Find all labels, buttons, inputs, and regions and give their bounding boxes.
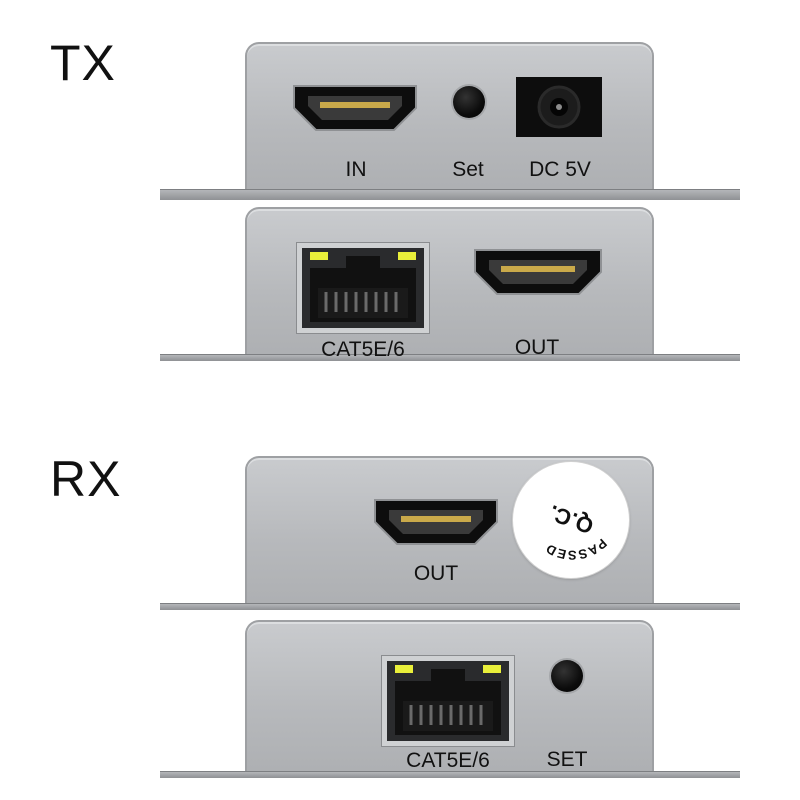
rx-cat-label: CAT5E/6 (406, 749, 490, 772)
tx-bottom-flange (160, 354, 740, 361)
qc-text: Q.C. (546, 500, 597, 539)
tx-rj45-port-icon (296, 242, 430, 334)
rx-bottom-flange (160, 771, 740, 778)
qc-sticker-text: PASSED Q.C. (542, 500, 612, 576)
tx-top-flange (160, 189, 740, 200)
tx-hdmi-out-port-icon (474, 249, 602, 295)
qc-passed-sticker: PASSED Q.C. (513, 462, 629, 578)
tx-in-label: IN (345, 158, 367, 181)
rx-title: RX (50, 451, 122, 507)
tx-title: TX (50, 35, 116, 91)
rx-set-button[interactable] (551, 660, 583, 692)
tx-out-label: OUT (514, 336, 560, 359)
tx-dc-jack-icon (516, 77, 602, 137)
rx-out-label: OUT (413, 562, 459, 585)
rx-top-flange (160, 603, 740, 610)
tx-set-button[interactable] (453, 86, 485, 118)
tx-cat-label: CAT5E/6 (321, 338, 405, 361)
tx-dc-label: DC 5V (529, 158, 591, 181)
rx-set-label: SET (546, 748, 588, 771)
rx-hdmi-out-port-icon (374, 499, 498, 545)
tx-hdmi-in-port-icon (293, 85, 417, 131)
tx-set-label: Set (452, 158, 484, 181)
rx-rj45-port-icon (381, 655, 515, 747)
